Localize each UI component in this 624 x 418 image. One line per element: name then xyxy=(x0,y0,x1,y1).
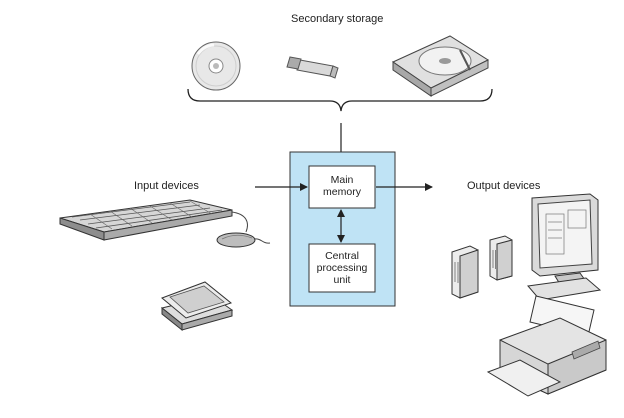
secondary-storage-label: Secondary storage xyxy=(291,13,384,25)
secondary-storage-brace xyxy=(187,88,493,112)
speakers-icon xyxy=(451,235,513,299)
main-memory-box xyxy=(308,165,376,209)
cpu-box xyxy=(308,243,376,293)
printer-icon xyxy=(486,295,607,397)
mouse-icon xyxy=(216,232,271,248)
usb-flash-drive-icon xyxy=(286,56,339,79)
output-devices-label: Output devices xyxy=(467,180,541,192)
optical-disc-icon xyxy=(191,41,241,91)
keyboard-icon xyxy=(59,199,248,241)
cpu-label: Central processing unit xyxy=(316,250,368,286)
main-memory-label: Main memory xyxy=(323,174,361,198)
hard-disk-drive-icon xyxy=(391,35,490,97)
flatbed-scanner-icon xyxy=(160,281,234,332)
input-devices-label: Input devices xyxy=(134,180,199,192)
monitor-icon xyxy=(527,193,602,301)
